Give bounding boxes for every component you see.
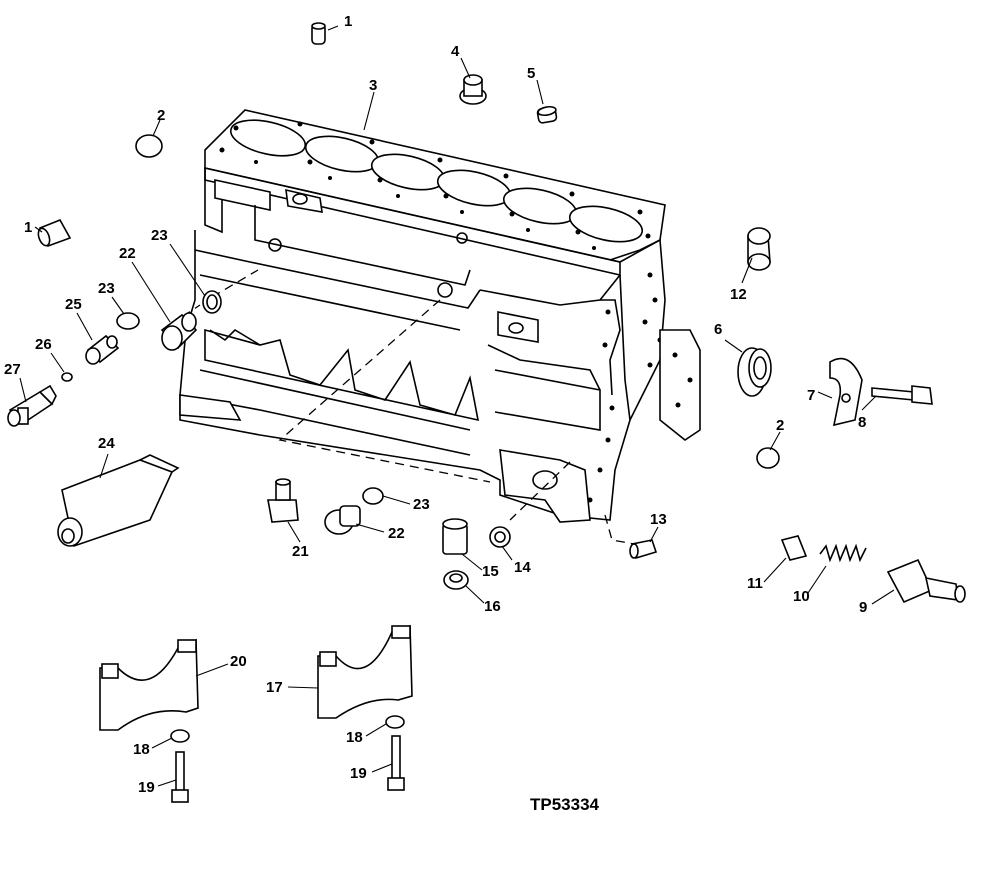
- plug-5: [536, 105, 558, 124]
- washer-18-right: [385, 715, 405, 729]
- callout-2-lower: 2: [776, 417, 784, 434]
- bracket-7: [829, 357, 863, 427]
- callout-3: 3: [369, 77, 377, 94]
- dowel-pin-left: [37, 218, 72, 248]
- callout-18-right: 18: [346, 729, 363, 746]
- cup-plug-2-upper: [135, 134, 163, 158]
- washer-16: [443, 570, 469, 590]
- callout-26: 26: [35, 336, 52, 353]
- fitting-21: [267, 478, 299, 523]
- callout-22-left: 22: [119, 245, 136, 262]
- o-ring-23-center: [362, 487, 384, 505]
- callout-8: 8: [858, 414, 866, 431]
- cap-screw-19-right: [387, 735, 405, 791]
- callout-15: 15: [482, 563, 499, 580]
- figure-id: TP53334: [530, 795, 600, 814]
- callout-21: 21: [292, 543, 309, 560]
- plug-4: [459, 74, 487, 105]
- pin-13: [629, 539, 658, 559]
- callout-24: 24: [98, 435, 115, 452]
- callout-16: 16: [484, 598, 501, 615]
- leader-lines: [19, 25, 895, 787]
- sealant-tube-24: [57, 454, 180, 548]
- callout-2-upper: 2: [157, 107, 165, 124]
- callout-9: 9: [859, 599, 867, 616]
- valve-9: [886, 558, 966, 604]
- callout-27: 27: [4, 361, 21, 378]
- washer-26: [61, 372, 73, 382]
- callout-19-left: 19: [138, 779, 155, 796]
- plug-14: [489, 526, 511, 548]
- main-bearing-cap-20: [99, 638, 199, 731]
- callout-23-center: 23: [413, 496, 430, 513]
- fitting-25: [85, 334, 120, 365]
- callout-6: 6: [714, 321, 722, 338]
- callout-5: 5: [527, 65, 535, 82]
- sleeve-15: [442, 518, 468, 555]
- callouts: 1 2 3 4 5 2 1 23 22 23 25 26 27 12 6 7 8…: [4, 13, 867, 796]
- seal-6: [737, 347, 772, 397]
- callout-18-left: 18: [133, 741, 150, 758]
- o-ring-23-left: [116, 312, 140, 330]
- main-bearing-cap-17: [317, 624, 413, 719]
- callout-14: 14: [514, 559, 531, 576]
- cap-screw-19-left: [171, 751, 189, 803]
- cap-screw-8: [871, 385, 933, 405]
- callout-20: 20: [230, 653, 247, 670]
- callout-1-left: 1: [24, 219, 32, 236]
- callout-4: 4: [451, 43, 460, 60]
- dowel-pin-top: [311, 22, 326, 45]
- washer-18-left: [170, 729, 190, 743]
- plug-11: [780, 535, 808, 561]
- callout-19-right: 19: [350, 765, 367, 782]
- callout-23-left: 23: [98, 280, 115, 297]
- cap-plug-12: [747, 227, 771, 271]
- sensor-27: [7, 384, 57, 427]
- cup-plug-2-right: [756, 447, 780, 469]
- callout-10: 10: [793, 588, 810, 605]
- plug-22-center: [324, 505, 361, 535]
- spring-10: [819, 543, 867, 563]
- cylinder-block: [179, 109, 701, 523]
- callout-23-upper: 23: [151, 227, 168, 244]
- parts: [7, 22, 966, 803]
- callout-13: 13: [650, 511, 667, 528]
- plug-22-left: [160, 312, 198, 351]
- callout-7: 7: [807, 387, 815, 404]
- o-ring-23-inner: [206, 294, 218, 310]
- callout-22-center: 22: [388, 525, 405, 542]
- callout-12: 12: [730, 286, 747, 303]
- callout-1-top: 1: [344, 13, 352, 30]
- callout-11: 11: [747, 575, 763, 592]
- callout-17: 17: [266, 679, 283, 696]
- callout-25: 25: [65, 296, 82, 313]
